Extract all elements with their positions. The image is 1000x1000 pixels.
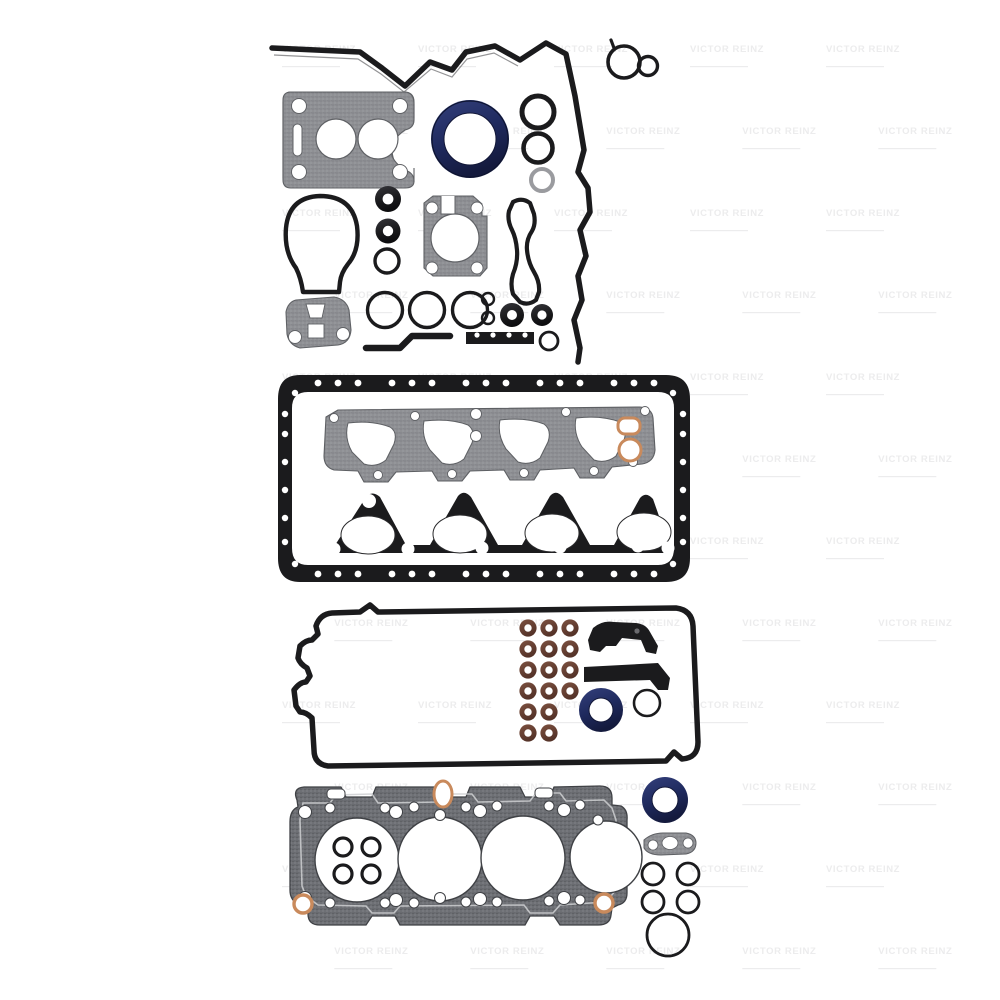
oring-small-right — [538, 330, 560, 352]
group-valve-cover-gaskets — [291, 602, 701, 769]
figure-eight-gasket — [606, 38, 660, 80]
cylinder-head-gasket — [289, 779, 643, 926]
oil-pan-bolt-holes — [281, 379, 687, 578]
water-pump-gasket — [283, 193, 360, 295]
oring-upper-1 — [519, 93, 557, 131]
exhaust-manifold-gasket — [327, 491, 675, 556]
timing-cover-gasket — [269, 40, 593, 365]
crankshaft-front-seal — [431, 100, 509, 178]
first-bore-rings — [332, 836, 382, 885]
camshaft-seal-2 — [375, 218, 401, 244]
carburetor-base-gasket — [282, 91, 415, 189]
oil-pump-gasket — [285, 296, 352, 349]
oring-row-3 — [450, 290, 490, 330]
seal-small-2 — [531, 304, 553, 326]
half-moon-seal-lower — [584, 663, 670, 690]
oring-row-0 — [373, 247, 401, 275]
valve-cover-gasket — [291, 602, 701, 769]
distributor-oring — [632, 688, 662, 718]
oring-head-1 — [640, 861, 666, 887]
rubber-rail-seal — [466, 332, 534, 344]
oring-upper-gray — [529, 167, 555, 193]
oring-head-4 — [675, 889, 701, 915]
oring-head-large — [645, 912, 691, 958]
seal-small-1 — [500, 303, 524, 327]
thermostat-housing-gasket — [506, 197, 542, 306]
timing-cover-gasket-inner — [273, 52, 519, 93]
camshaft-seal-front — [579, 688, 623, 732]
rubber-strip-bent — [362, 332, 454, 352]
head-seal-navy — [642, 777, 688, 823]
oring-row-1 — [365, 290, 405, 330]
throttle-body-gasket — [423, 195, 488, 277]
oring-tiny-1 — [480, 291, 496, 307]
camshaft-seal-1 — [375, 186, 401, 212]
oring-upper-2 — [521, 131, 555, 165]
group-head-gasket — [289, 777, 701, 958]
oil-feed-gasket — [643, 832, 697, 856]
oring-row-2 — [407, 290, 447, 330]
intake-manifold-gasket — [323, 406, 656, 483]
valve-stem-seals — [519, 619, 579, 742]
half-moon-seal-upper — [588, 621, 658, 654]
oring-head-3 — [640, 889, 666, 915]
oring-tiny-2 — [480, 310, 496, 326]
oring-head-2 — [675, 861, 701, 887]
group-lower-engine-gaskets — [269, 38, 660, 365]
group-oil-pan-gaskets — [278, 375, 690, 582]
